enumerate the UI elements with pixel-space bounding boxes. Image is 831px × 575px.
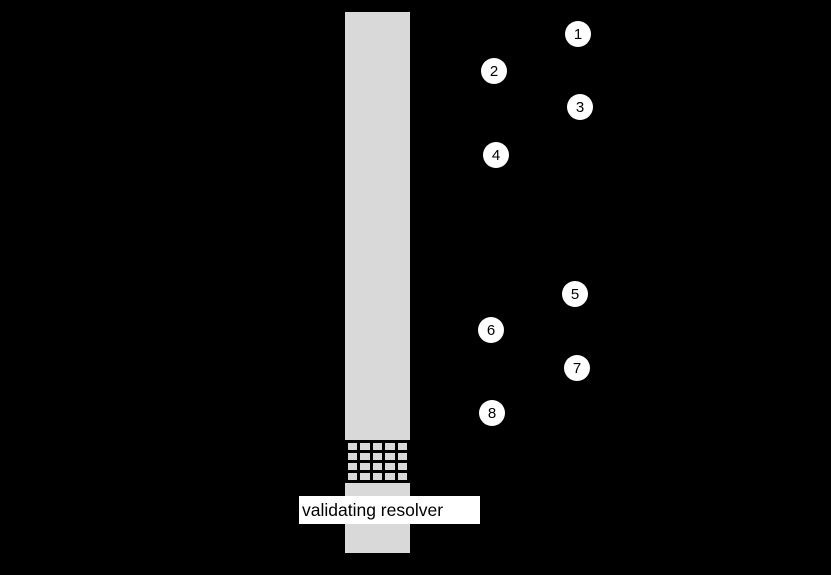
cache-cell xyxy=(397,463,407,470)
cache-cell xyxy=(348,453,358,460)
cache-cell xyxy=(360,443,370,450)
cache-cell xyxy=(348,463,358,470)
step-marker-7: 7 xyxy=(564,355,590,381)
validating-resolver-label: validating resolver xyxy=(299,496,480,524)
step-marker-5: 5 xyxy=(562,281,588,307)
cache-cell xyxy=(360,473,370,480)
cache-cell xyxy=(372,463,383,470)
cache-cell xyxy=(385,473,395,480)
cache-cell xyxy=(372,443,383,450)
cache-cell xyxy=(360,463,370,470)
cache-cell xyxy=(360,453,370,460)
step-marker-4: 4 xyxy=(483,142,509,168)
cache-cell xyxy=(397,443,407,450)
step-marker-2: 2 xyxy=(481,58,507,84)
cache-cell xyxy=(348,473,358,480)
step-marker-1: 1 xyxy=(565,21,591,47)
cache-cell xyxy=(372,473,383,480)
step-marker-3: 3 xyxy=(567,94,593,120)
cache-cell xyxy=(385,443,395,450)
cache-cell xyxy=(397,453,407,460)
cache-cell xyxy=(348,443,358,450)
cache-cell xyxy=(385,463,395,470)
cache-cell xyxy=(372,453,383,460)
cache-cell xyxy=(385,453,395,460)
resolver-cache-grid xyxy=(345,440,410,483)
step-marker-6: 6 xyxy=(478,317,504,343)
step-marker-8: 8 xyxy=(479,400,505,426)
cache-cell xyxy=(397,473,407,480)
